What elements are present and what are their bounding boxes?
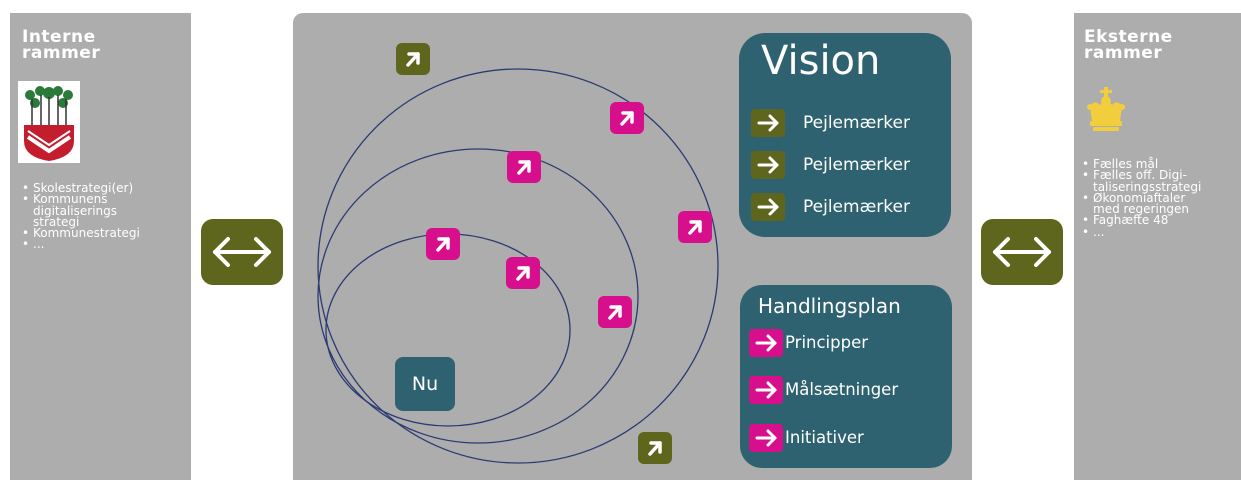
list-item: Kommunens digitaliserings strategi	[22, 193, 192, 228]
list-item: Skolestrategi(er)	[22, 182, 192, 195]
right-arrow-icon	[755, 381, 777, 399]
internal-frameworks-title: Interne rammer	[22, 27, 101, 63]
olive-arrow-badge	[638, 432, 672, 464]
bidirectional-arrow-icon	[993, 237, 1051, 267]
diagonal-arrow-icon	[688, 220, 702, 235]
olive-arrow-badge	[396, 43, 430, 75]
pink-arrow-badge	[610, 102, 644, 134]
crown-icon	[1087, 87, 1125, 131]
vision-title: Vision	[761, 38, 881, 84]
outer-ring	[317, 68, 719, 464]
external-frameworks-title: Eksterne rammer	[1084, 27, 1173, 63]
pink-arrow-badge	[507, 151, 541, 183]
action-plan-title: Handlingsplan	[758, 294, 901, 318]
arrow-chip	[751, 193, 785, 221]
pink-arrow-badge	[506, 257, 540, 289]
list-item: Økonomiaftaler med regeringen	[1082, 192, 1241, 216]
vision-box: Vision Pejlemærker Pejlemærker Pejlemærk…	[739, 33, 951, 237]
vision-item-label: Pejlemærker	[803, 113, 910, 133]
list-item: Kommunestrategi	[22, 227, 192, 240]
list-item: Faghæfte 48	[1082, 214, 1241, 227]
diagonal-arrow-icon	[517, 160, 531, 175]
bidirectional-arrow-icon	[213, 237, 271, 267]
list-item: ...	[1082, 226, 1241, 239]
vision-item-label: Pejlemærker	[803, 155, 910, 175]
right-arrow-icon	[755, 334, 777, 352]
internal-frameworks-panel: Interne rammer Skolestrategi(er) Kommune…	[10, 13, 191, 480]
diagonal-arrow-icon	[608, 305, 622, 320]
diagonal-arrow-icon	[648, 441, 662, 456]
diagonal-arrow-icon	[436, 237, 450, 252]
vision-item-label: Pejlemærker	[803, 197, 910, 217]
arrow-chip	[751, 151, 785, 179]
middle-ring	[317, 148, 639, 444]
arrow-chip	[749, 329, 783, 357]
right-bidirectional-arrow	[981, 219, 1063, 285]
pink-arrow-badge	[426, 228, 460, 260]
strategy-diagram: Nu Vision Pejlemærker Pejlemærker Pejlem…	[293, 13, 972, 480]
internal-frameworks-list: Skolestrategi(er) Kommunens digitaliseri…	[22, 182, 192, 251]
external-frameworks-list: Fælles mål Fælles off. Digi- taliserings…	[1082, 158, 1241, 239]
arrow-chip	[749, 424, 783, 452]
right-arrow-icon	[755, 429, 777, 447]
diagonal-arrow-icon	[516, 266, 530, 281]
right-arrow-icon	[757, 156, 779, 174]
left-bidirectional-arrow	[201, 219, 283, 285]
pink-arrow-badge	[678, 211, 712, 243]
now-marker: Nu	[395, 357, 455, 411]
municipal-coat-of-arms-icon	[18, 81, 80, 163]
action-plan-item-label: Principper	[785, 333, 869, 352]
action-plan-item-label: Initiativer	[785, 428, 864, 447]
pink-arrow-badge	[598, 296, 632, 328]
list-item: Fælles off. Digi- taliseringsstrategi	[1082, 169, 1241, 193]
external-frameworks-panel: Eksterne rammer Fælles mål Fælles off. D…	[1074, 13, 1241, 480]
right-arrow-icon	[757, 198, 779, 216]
arrow-chip	[751, 109, 785, 137]
diagonal-arrow-icon	[406, 52, 420, 67]
diagonal-arrow-icon	[620, 111, 634, 126]
action-plan-box: Handlingsplan Principper Målsætninger In…	[740, 285, 952, 468]
list-item: Fælles mål	[1082, 158, 1241, 171]
action-plan-item-label: Målsætninger	[785, 380, 899, 399]
list-item: ...	[22, 238, 192, 251]
arrow-chip	[749, 376, 783, 404]
right-arrow-icon	[757, 114, 779, 132]
